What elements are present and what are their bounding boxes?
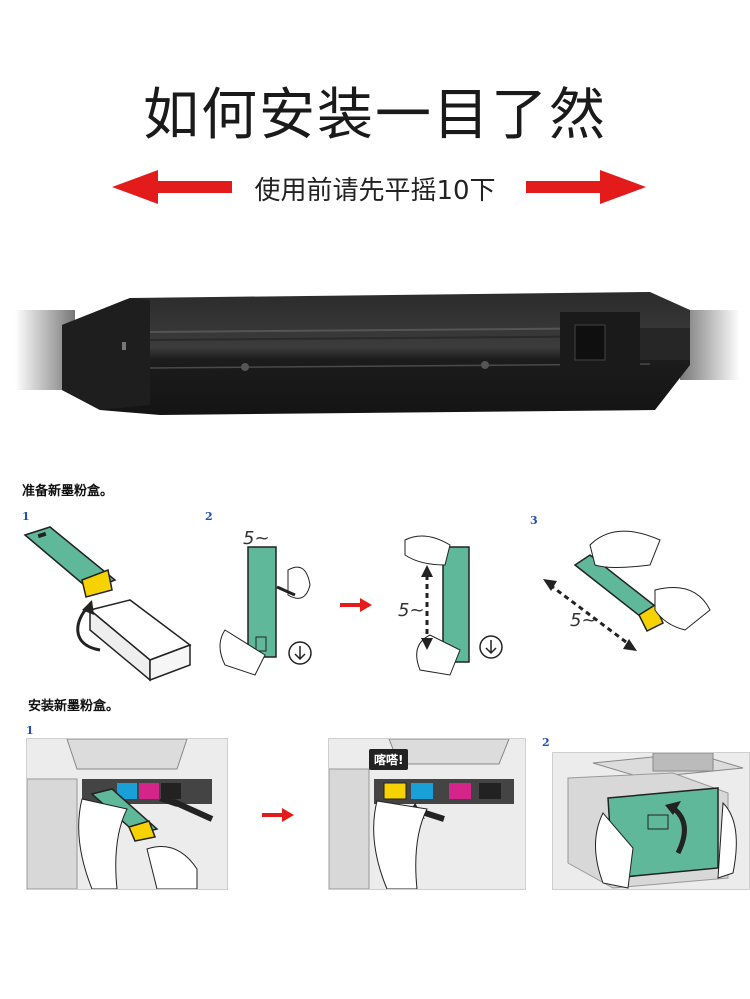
- shake-instruction: 使用前请先平摇10下: [254, 176, 496, 206]
- install-step-1: 1: [26, 724, 34, 737]
- prepare-step-1: 1: [22, 510, 30, 523]
- left-red-arrow: [112, 170, 232, 204]
- right-red-arrow: [526, 170, 646, 204]
- shake-count-label-b: 5~: [398, 600, 425, 621]
- prepare-step-3: 3: [530, 514, 538, 527]
- click-into-place-panel: 喀嗒!: [328, 738, 526, 890]
- shake-count-label-a: 5~: [243, 528, 270, 549]
- step-red-arrow-1: [340, 598, 372, 612]
- shake-horizontal-illustration: [543, 530, 711, 651]
- prepare-step-2: 2: [205, 510, 213, 523]
- tap-cartridge-illustration: [219, 546, 312, 676]
- insert-cartridge-panel: [26, 738, 228, 890]
- shake-count-label-c: 5~: [570, 610, 597, 631]
- close-front-cover-panel: [552, 752, 750, 890]
- toner-cartridge-photo: [15, 292, 740, 415]
- prepare-section-label: 准备新墨粉盒。: [22, 484, 114, 499]
- step-red-arrow-2: [262, 808, 294, 822]
- unpack-cartridge-illustration: [23, 526, 192, 682]
- install-section-label: 安装新墨粉盒。: [28, 699, 120, 714]
- install-step-2: 2: [542, 736, 550, 749]
- page-title: 如何安装一目了然: [143, 83, 607, 148]
- click-sound-badge: 喀嗒!: [369, 749, 409, 770]
- shake-vertical-illustration: [404, 535, 503, 676]
